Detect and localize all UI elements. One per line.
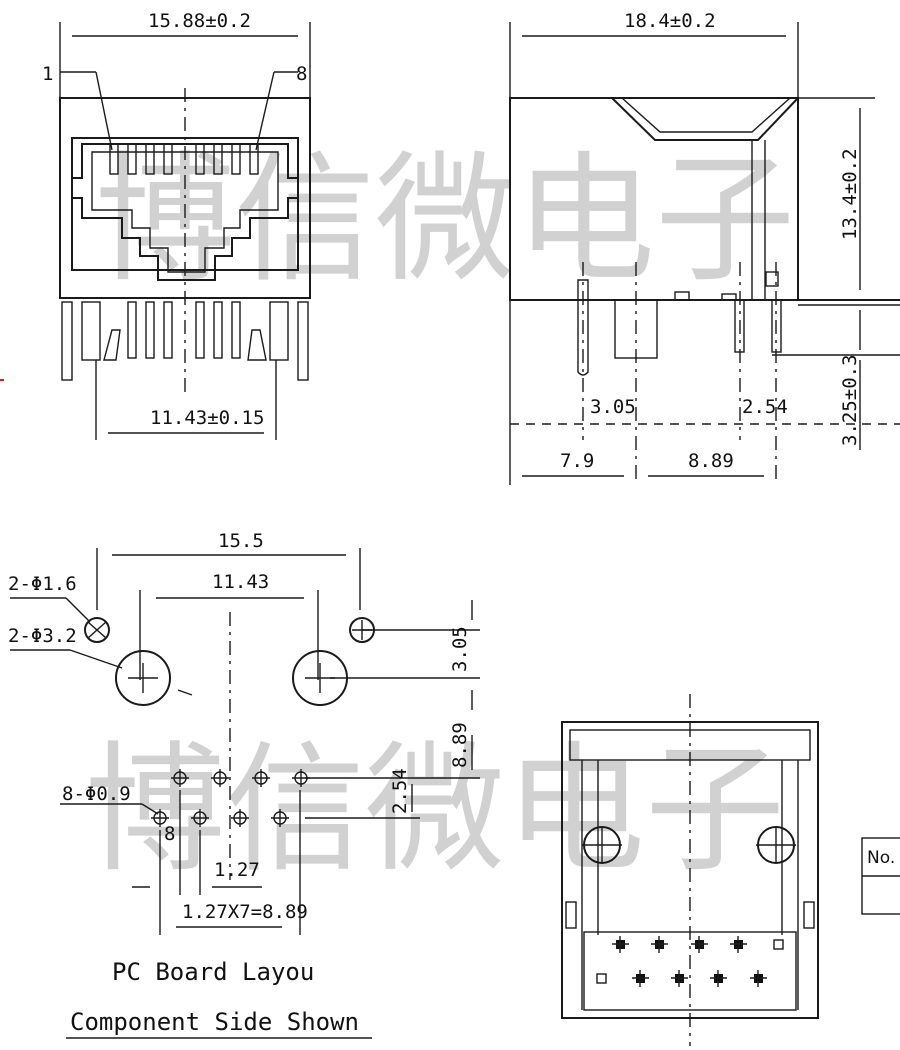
watermark-top: 博信微电子 <box>95 139 795 302</box>
pcb-outer-span: 15.5 <box>218 530 264 552</box>
side-leg-dim: 3.25±0.3 <box>839 354 861 446</box>
pcb-large-hole-label: 2-Φ3.2 <box>8 625 77 647</box>
bottom-pins <box>596 936 784 987</box>
pcb-subtitle: Component Side Shown <box>70 1008 359 1036</box>
large-mount-holes <box>115 650 348 706</box>
jack-cavity <box>71 143 299 281</box>
pcb-pitch-h: 1.27 <box>214 859 260 881</box>
front-width-dim: 15.88±0.2 <box>148 10 251 32</box>
small-mount-holes <box>84 617 375 643</box>
side-pitch-a: 2.54 <box>742 396 788 418</box>
pcb-layout: 15.5 11.43 2-Φ1.6 2-Φ3.2 8-Φ0.9 8 1.27 1… <box>8 530 480 1039</box>
table-header-no: No. <box>867 848 895 868</box>
side-offset-b: 7.9 <box>560 450 594 472</box>
side-view: 18.4±0.2 3.05 2.54 7.9 8.89 13.4±0.2 3.2… <box>509 10 900 485</box>
contact-springs <box>109 143 259 175</box>
front-pin-last: 8 <box>296 63 307 85</box>
side-offset-a: 3.05 <box>590 396 636 418</box>
jack-frame <box>71 137 299 271</box>
front-view: 15.88±0.2 1 8 11.43±0.15 <box>42 10 311 440</box>
side-depth-dim: 18.4±0.2 <box>624 10 716 32</box>
front-pin-span-dim: 11.43±0.15 <box>150 407 264 429</box>
pcb-pin1-label: 8 <box>164 823 175 845</box>
title-block-fragment: No. <box>861 837 900 915</box>
side-span-b: 8.89 <box>688 450 734 472</box>
pcb-row-offset-v: 3.05 <box>449 626 471 672</box>
front-pin-first: 1 <box>42 63 53 85</box>
pcb-pin-hole-label: 8-Φ0.9 <box>62 783 131 805</box>
side-height-dim: 13.4±0.2 <box>839 148 861 240</box>
pcb-row-pitch-v: 2.54 <box>389 768 411 814</box>
pcb-title: PC Board Layou <box>112 958 314 986</box>
pin-holes <box>151 769 310 827</box>
pcb-total-pitch: 1.27X7=8.89 <box>182 901 308 923</box>
bottom-view <box>561 694 819 1046</box>
pcb-small-hole-label: 2-Φ1.6 <box>8 573 77 595</box>
front-legs <box>61 301 309 381</box>
pcb-inner-span: 11.43 <box>212 571 269 593</box>
pcb-row-to-pin-v: 8.89 <box>449 722 471 768</box>
watermark-bottom: 博信微电子 <box>85 729 785 892</box>
